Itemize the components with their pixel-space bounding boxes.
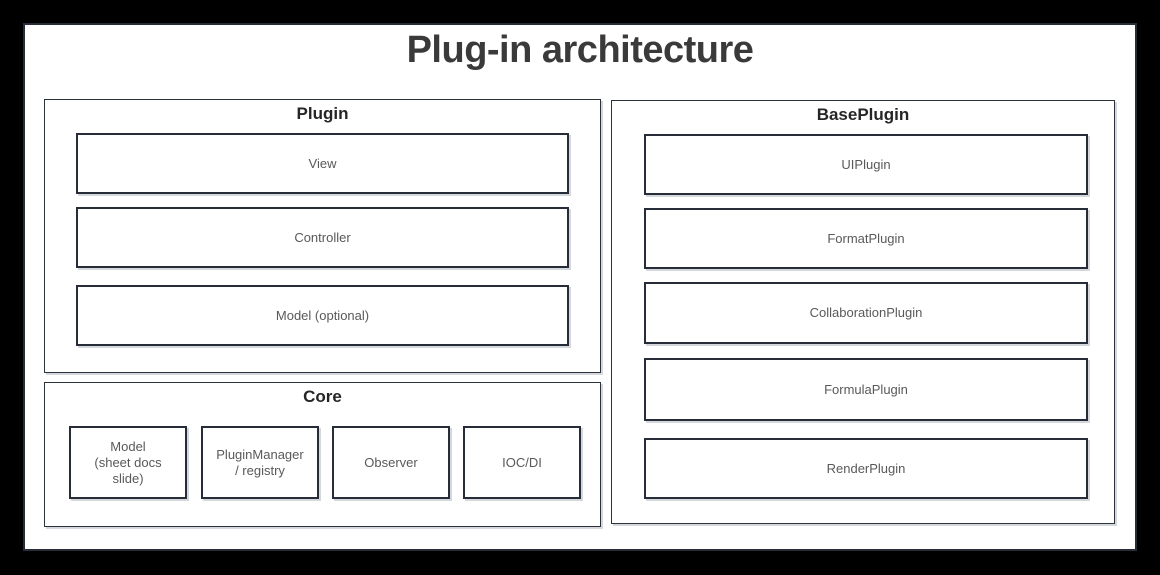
diagram-title: Plug-in architecture (406, 29, 754, 71)
node-model-optional: Model (optional) (76, 285, 569, 346)
core-group-title: Core (303, 387, 342, 406)
node-view-label: View (308, 155, 337, 171)
core-group: Core Model (sheet docs slide) PluginMana… (44, 382, 601, 527)
node-uiplugin-label: UIPlugin (841, 156, 891, 172)
node-uiplugin: UIPlugin (644, 134, 1088, 195)
baseplugin-group: BasePlugin UIPlugin FormatPlugin Collabo… (611, 100, 1115, 524)
node-renderplugin-label: RenderPlugin (826, 460, 906, 476)
node-core-model-label: Model (sheet docs slide) (94, 438, 162, 486)
node-core-model: Model (sheet docs slide) (69, 426, 187, 499)
node-core-ioc-di-label: IOC/DI (502, 454, 542, 470)
baseplugin-group-title: BasePlugin (816, 105, 910, 124)
node-renderplugin: RenderPlugin (644, 438, 1088, 499)
node-core-plugin-manager-label: PluginManager / registry (216, 446, 304, 478)
node-formatplugin-label: FormatPlugin (827, 230, 905, 246)
node-core-observer-label: Observer (364, 454, 418, 470)
diagram-panel: Plug-in architecture Plugin View Control… (23, 23, 1137, 551)
plugin-group-title: Plugin (296, 104, 349, 123)
node-collaborationplugin-label: CollaborationPlugin (809, 305, 923, 320)
plugin-group: Plugin View Controller Model (optional) (44, 99, 601, 373)
node-formulaplugin: FormulaPlugin (644, 358, 1088, 421)
node-formulaplugin-label: FormulaPlugin (824, 381, 908, 397)
node-core-observer: Observer (332, 426, 450, 499)
node-core-ioc-di: IOC/DI (463, 426, 581, 499)
node-formatplugin: FormatPlugin (644, 208, 1088, 269)
node-model-optional-label: Model (optional) (275, 307, 370, 323)
node-collaborationplugin: CollaborationPlugin (644, 282, 1088, 344)
node-controller-label: Controller (294, 229, 351, 245)
node-core-plugin-manager: PluginManager / registry (201, 426, 319, 499)
node-view: View (76, 133, 569, 194)
node-controller: Controller (76, 207, 569, 268)
